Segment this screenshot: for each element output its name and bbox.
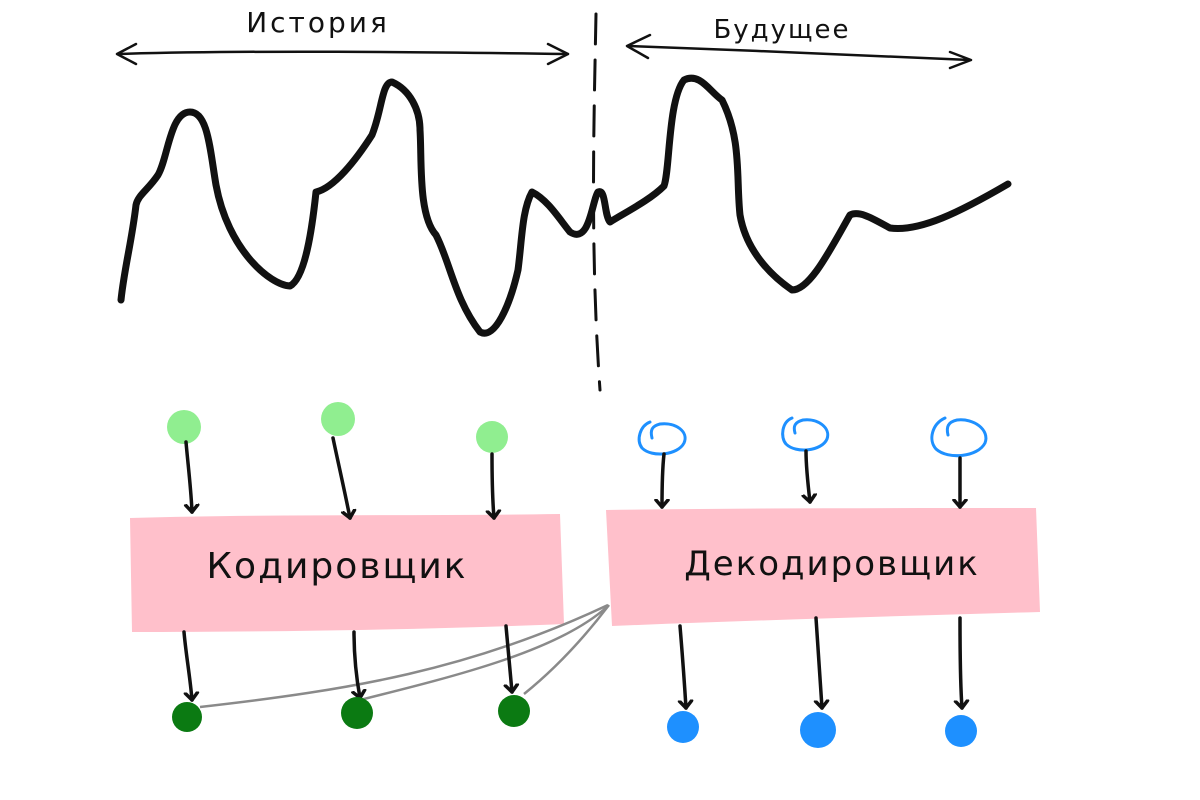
encoder-output-arrow-2 [354, 630, 360, 700]
decoder-output-arrow-2 [816, 616, 822, 710]
encoder-input-dot-1 [167, 410, 201, 444]
encoder-output-dot-3 [498, 695, 530, 727]
decoder-output-dot-3 [945, 715, 977, 747]
decoder-input-ring-2 [781, 416, 830, 452]
history-arrow-icon [115, 42, 570, 66]
encoder-input-arrow-3 [492, 452, 494, 520]
encoder-label: Кодировщик [206, 546, 467, 587]
context-link-1 [199, 603, 609, 709]
encoder-input-dot-2 [321, 402, 355, 436]
encoder-output-dot-1 [172, 702, 202, 732]
history-label: История [246, 6, 390, 39]
time-series-curve [117, 74, 1012, 337]
context-link-2 [359, 605, 609, 702]
context-link-3 [523, 604, 610, 695]
decoder-output-arrow-1 [680, 624, 686, 710]
encoder-block [130, 514, 564, 632]
decoder-input-ring-1 [637, 420, 687, 456]
future-label: Будущее [713, 15, 850, 45]
future-arrow-icon [625, 33, 973, 70]
decoder-input-ring-3 [930, 416, 988, 458]
decoder-output-dot-2 [800, 712, 836, 748]
encoder-output-dot-2 [341, 697, 373, 729]
decoder-output-arrow-3 [960, 616, 962, 710]
encoder-output-arrow-1 [182, 630, 192, 702]
decoder-block [606, 508, 1040, 626]
decoder-label: Декодировщик [684, 544, 980, 584]
encoder-input-dot-3 [476, 421, 508, 453]
encoder-input-arrow-2 [331, 436, 350, 520]
decoder-input-arrow-1 [662, 452, 664, 509]
encoder-output-arrow-3 [506, 624, 512, 694]
encoder-input-arrow-1 [186, 440, 192, 514]
decoder-input-arrow-2 [806, 449, 810, 504]
decoder-output-dot-1 [667, 711, 699, 743]
history-future-divider [592, 12, 602, 392]
